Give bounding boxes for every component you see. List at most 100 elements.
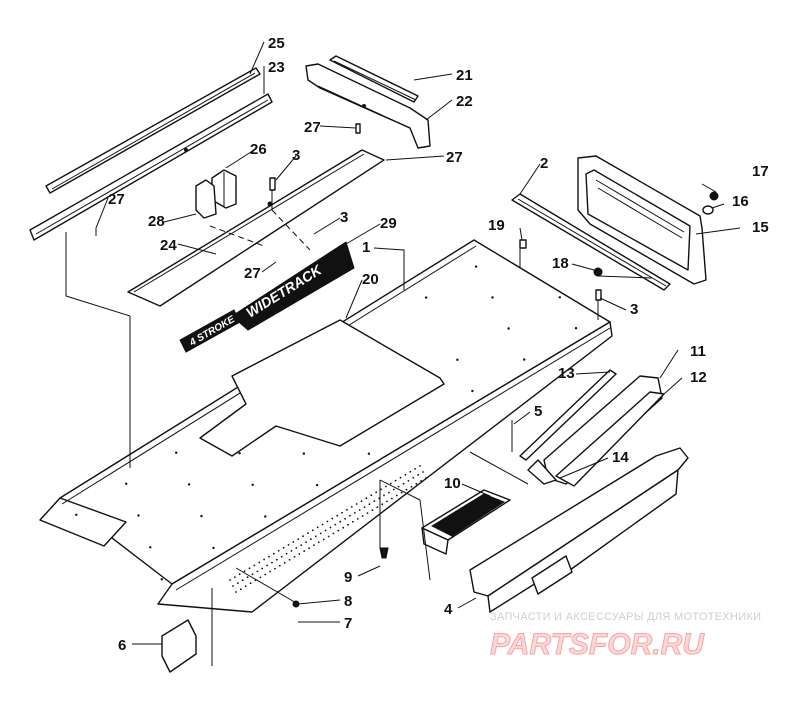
rivet-hole: [474, 265, 478, 268]
side-perforation: [329, 526, 332, 529]
side-perforation: [414, 468, 416, 470]
callout-11: 11: [690, 343, 706, 360]
rivet-hole: [367, 452, 371, 455]
callout-2: 2: [540, 155, 548, 172]
part-25-rail: [45, 67, 261, 194]
side-perforation: [370, 494, 373, 497]
side-perforation: [313, 544, 315, 547]
side-perforation: [275, 558, 278, 561]
side-perforation: [352, 520, 354, 523]
callout-27-left: 27: [108, 191, 125, 208]
rivet-hole: [574, 327, 578, 330]
rivet-hole: [175, 451, 178, 454]
rivet-hole: [238, 452, 241, 455]
side-perforation: [305, 541, 307, 544]
rivet-hole: [302, 452, 306, 455]
side-perforation: [409, 470, 412, 473]
callout-9: 9: [344, 569, 352, 586]
side-perforation: [378, 497, 381, 500]
side-perforation: [326, 520, 329, 523]
callout-14: 14: [612, 449, 629, 466]
callout-27-right: 27: [446, 149, 463, 166]
side-perforation: [399, 476, 402, 479]
side-perforation: [237, 582, 239, 584]
side-perforation: [347, 523, 349, 526]
part-29-decal: WIDETRACK: [231, 241, 355, 331]
side-perforation: [316, 526, 319, 529]
side-perforation: [268, 555, 270, 558]
rivet-hole: [456, 358, 459, 361]
side-perforation: [392, 488, 395, 491]
part-20-mat: [199, 319, 445, 457]
callout-3-right: 3: [630, 301, 638, 318]
rivet-hole: [264, 515, 267, 518]
part-14-trim: [527, 459, 557, 485]
side-perforation: [278, 564, 281, 567]
part-22-bracket: [305, 63, 431, 149]
callout-10: 10: [444, 475, 461, 492]
side-perforation: [263, 558, 265, 561]
side-perforation: [283, 561, 286, 564]
side-perforation: [353, 512, 356, 514]
side-perforation: [404, 473, 407, 476]
side-perforation: [249, 582, 252, 585]
callout-23: 23: [268, 59, 285, 76]
callout-17: 17: [752, 163, 769, 180]
side-perforation: [269, 570, 271, 573]
part-15-flap: [577, 155, 707, 285]
side-perforation: [314, 535, 317, 538]
callout-27-mid: 27: [244, 265, 261, 282]
side-perforation: [246, 576, 249, 579]
callout-1: 1: [362, 239, 370, 256]
side-perforation: [324, 529, 327, 532]
side-perforation: [288, 558, 291, 561]
side-perforation: [280, 555, 283, 558]
side-perforation: [254, 579, 257, 582]
side-perforation: [405, 488, 408, 491]
callout-18: 18: [552, 255, 569, 272]
rivet-hole: [315, 483, 319, 487]
callout-6: 6: [118, 637, 126, 654]
side-perforation: [365, 497, 368, 500]
rivet-hole: [424, 296, 428, 299]
side-perforation: [332, 532, 335, 535]
callout-7: 7: [344, 615, 352, 632]
side-perforation: [282, 546, 285, 549]
callout-12: 12: [690, 369, 707, 386]
side-perforation: [241, 579, 244, 582]
side-perforation: [285, 552, 288, 555]
side-perforation: [394, 479, 397, 482]
side-perforation: [272, 552, 275, 555]
callout-16: 16: [732, 193, 749, 210]
rivet-hole: [212, 546, 215, 550]
fastener-3-bolt: [269, 177, 276, 191]
side-perforation: [410, 485, 413, 488]
side-perforation: [356, 518, 359, 520]
side-perforation: [349, 514, 351, 517]
rivet-hole: [471, 389, 474, 393]
part-6-plate: [161, 619, 197, 673]
side-perforation: [253, 564, 256, 567]
rivet-hole: [200, 514, 203, 518]
side-perforation: [386, 500, 388, 503]
part-9-bolt: [379, 547, 389, 559]
side-perforation: [321, 523, 324, 526]
side-perforation: [297, 538, 300, 540]
side-perforation: [298, 553, 301, 555]
callout-22: 22: [456, 93, 473, 110]
side-perforation: [407, 479, 410, 482]
side-perforation: [274, 567, 276, 570]
side-perforation: [373, 500, 376, 503]
side-perforation: [344, 517, 346, 520]
side-perforation: [266, 564, 268, 567]
rivet-hole: [75, 513, 78, 516]
rivet-hole: [137, 514, 140, 517]
callout-13: 13: [558, 365, 575, 382]
side-perforation: [360, 500, 363, 502]
side-perforation: [380, 488, 382, 491]
side-perforation: [261, 567, 264, 570]
side-perforation: [248, 567, 251, 570]
rivet-hole: [251, 483, 254, 486]
part-2-bar: [511, 193, 671, 291]
side-perforation: [361, 515, 364, 517]
